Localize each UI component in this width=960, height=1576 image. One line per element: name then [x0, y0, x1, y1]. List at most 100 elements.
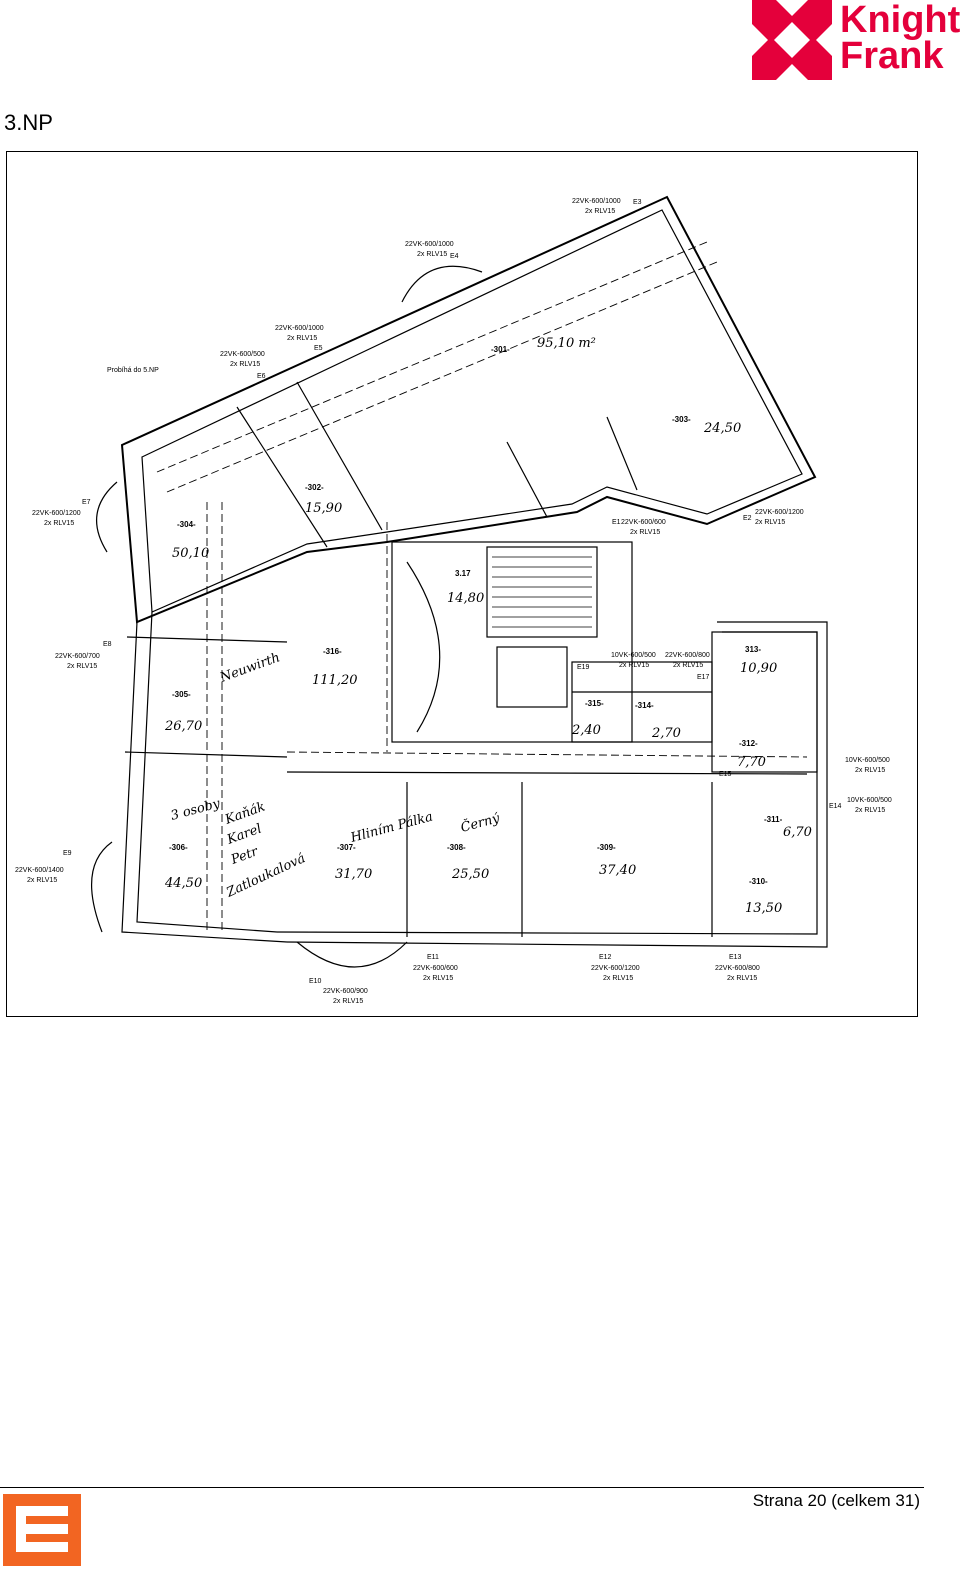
plan-note: Probíhá do 5.NP [107, 367, 159, 374]
handwritten-hlinim-palka: Hliním Pálka [348, 810, 434, 847]
room-312-area: 7,70 [737, 755, 766, 770]
radiator-e19-tag: E19 [577, 664, 590, 671]
room-312-id: -312- [739, 739, 758, 748]
room-317-id: 3.17 [455, 569, 471, 578]
room-305-id: -305- [172, 690, 191, 699]
radiator-e2-count: 2x RLV15 [755, 519, 785, 526]
room-310-area: 13,50 [745, 901, 782, 916]
radiator-e1-tag: E1 [612, 519, 621, 526]
radiator-e4-spec: 22VK-600/1000 [405, 241, 454, 248]
knight-frank-logo: Knight Frank [752, 0, 960, 82]
room-308-area: 25,50 [451, 867, 489, 882]
radiator-e9-tag: E9 [63, 850, 72, 857]
room-303-area: 24,50 [703, 421, 741, 436]
radiator-e9-count: 2x RLV15 [27, 877, 57, 884]
radiator-e7-tag: E7 [82, 499, 91, 506]
radiator-e10-tag: E10 [309, 978, 322, 985]
radiator-e12-spec: 22VK-600/1200 [591, 965, 640, 972]
radiator-e12-tag: E12 [599, 954, 612, 961]
page-number: Strana 20 (celkem 31) [752, 1491, 920, 1510]
radiator-e15-count: 2x RLV15 [855, 767, 885, 774]
radiator-e19-spec: 10VK-600/500 [611, 652, 656, 659]
room-301-area: 95,10 m² [537, 336, 596, 351]
radiator-e13-count: 2x RLV15 [727, 975, 757, 982]
handwritten-cerny: Černý [459, 809, 502, 836]
radiator-e15-spec: 10VK-600/500 [845, 757, 890, 764]
radiator-e4-count: 2x RLV15 [417, 251, 447, 258]
room-306-id: -306- [169, 843, 188, 852]
room-304-area: 50,10 [172, 546, 209, 561]
room-317-area: 14,80 [447, 591, 484, 606]
room-302-area: 15,90 [305, 501, 342, 516]
radiator-e14-spec: 10VK-600/500 [847, 797, 892, 804]
radiator-e14-count: 2x RLV15 [855, 807, 885, 814]
room-309-area: 37,40 [599, 863, 636, 878]
radiator-e3-tag: E3 [633, 199, 642, 206]
room-302-id: -302- [305, 483, 324, 492]
radiator-e6-count: 2x RLV15 [230, 361, 260, 368]
room-315-area: 2,40 [571, 723, 601, 738]
room-304-id: -304- [177, 520, 196, 529]
room-303-id: -303- [672, 415, 691, 424]
handwritten-petr: Petr [228, 844, 260, 868]
floor-plan-drawing: Probíhá do 5.NP -301- 95,10 m² -302- 15,… [15, 195, 892, 1005]
brand-line-1: Knight [840, 0, 960, 41]
floor-plan: Probíhá do 5.NP -301- 95,10 m² -302- 15,… [6, 151, 918, 1017]
radiator-e3-spec: 22VK-600/1000 [572, 198, 621, 205]
room-316-area: 111,20 [312, 673, 358, 688]
radiator-e2-spec: 22VK-600/1200 [755, 509, 804, 516]
handwritten-neuwirth: Neuwirth [217, 650, 282, 686]
radiator-e17-tag: E17 [697, 674, 710, 681]
knight-frank-emblem-icon [752, 0, 832, 80]
radiator-e10-spec: 22VK-600/900 [323, 988, 368, 995]
room-314-id: -314- [635, 701, 654, 710]
radiator-e8-tag: E8 [103, 641, 112, 648]
radiator-e19-count: 2x RLV15 [619, 662, 649, 669]
room-311-area: 6,70 [783, 825, 812, 840]
cez-emblem-icon [3, 1494, 81, 1566]
radiator-e1-spec: 22VK-600/600 [621, 519, 666, 526]
room-311-id: -311- [764, 815, 783, 824]
room-309-id: -309- [597, 843, 616, 852]
radiator-e13-spec: 22VK-600/800 [715, 965, 760, 972]
radiator-e6-tag: E6 [257, 373, 266, 380]
room-307-id: -307- [337, 843, 356, 852]
radiator-e13-tag: E13 [729, 954, 742, 961]
room-307-area: 31,70 [335, 867, 372, 882]
floor-title: 3.NP [4, 110, 53, 135]
room-306-area: 44,50 [164, 876, 202, 891]
radiator-e14-tag: E14 [829, 803, 842, 810]
room-313-area: 10,90 [740, 661, 777, 676]
radiator-e12-count: 2x RLV15 [603, 975, 633, 982]
radiator-e8-spec: 22VK-600/700 [55, 653, 100, 660]
radiator-e17-count: 2x RLV15 [673, 662, 703, 669]
room-315-id: -315- [585, 699, 604, 708]
radiator-e5-spec: 22VK-600/1000 [275, 325, 324, 332]
radiator-e5-tag: E5 [314, 345, 323, 352]
brand-line-2: Frank [840, 35, 944, 77]
radiator-e11-tag: E11 [427, 954, 439, 961]
room-305-area: 26,70 [164, 719, 202, 734]
room-310-id: -310- [749, 877, 768, 886]
radiator-e9-count-label: 2x RLV15 [67, 663, 97, 670]
room-313-id: 313- [745, 645, 761, 654]
radiator-e15-tag: E15 [719, 771, 732, 778]
footer-divider [0, 1487, 924, 1488]
radiator-e4-tag: E4 [450, 253, 459, 260]
radiator-e7-spec: 22VK-600/1200 [32, 510, 81, 517]
cez-logo [0, 1492, 82, 1568]
radiator-e10-count: 2x RLV15 [333, 998, 363, 1005]
room-301-id: -301- [491, 345, 510, 354]
radiator-e5-count: 2x RLV15 [287, 335, 317, 342]
radiator-e17-spec: 22VK-600/800 [665, 652, 710, 659]
room-316-id: -316- [323, 647, 342, 656]
radiator-e2-tag: E2 [743, 515, 752, 522]
radiator-e7-count: 2x RLV15 [44, 520, 74, 527]
radiator-e1-count: 2x RLV15 [630, 529, 660, 536]
room-308-id: -308- [447, 843, 466, 852]
room-314-area: 2,70 [651, 726, 681, 741]
radiator-e9-spec: 22VK-600/1400 [15, 867, 64, 874]
radiator-e11-spec: 22VK-600/600 [413, 965, 458, 972]
radiator-e3-count: 2x RLV15 [585, 208, 615, 215]
radiator-e6-spec: 22VK-600/500 [220, 351, 265, 358]
